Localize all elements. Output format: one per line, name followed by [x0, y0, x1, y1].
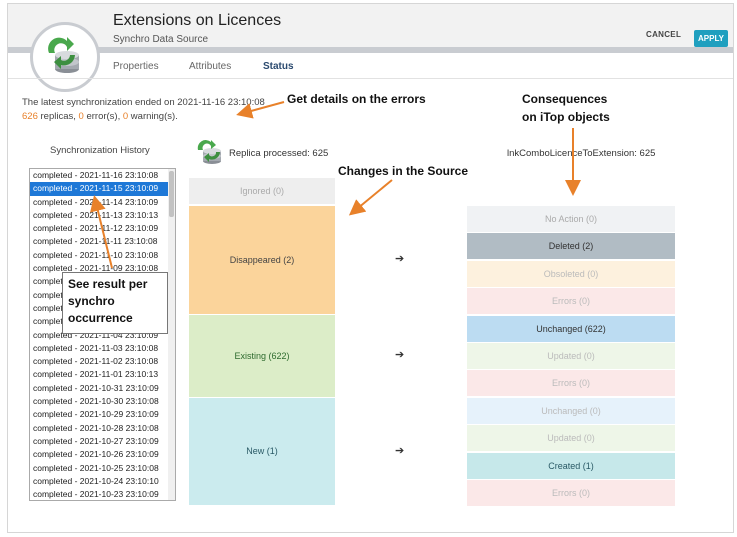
annotation-result-line-2: synchro: [68, 294, 115, 308]
history-item[interactable]: completed - 2021-11-09 23:10:08: [33, 263, 159, 274]
source-state-0: Ignored (0): [189, 178, 335, 204]
target-state-5: Updated (0): [467, 343, 675, 369]
target-state-4: Unchanged (622): [467, 315, 675, 342]
warnings-count-link[interactable]: 0: [122, 111, 129, 122]
tab-attributes[interactable]: Attributes: [189, 61, 232, 72]
target-state-9: Created (1): [467, 452, 675, 479]
source-state-3: New (1): [189, 398, 335, 505]
cancel-button[interactable]: CANCEL: [646, 30, 682, 39]
target-state-2: Obsoleted (0): [467, 260, 675, 287]
target-state-10: Errors (0): [467, 480, 675, 506]
arrow-errors: [236, 101, 285, 119]
annotation-result-line-3: occurrence: [68, 311, 133, 325]
replicas-count: 626: [22, 111, 38, 122]
history-item[interactable]: completed - 2021-10-25 23:10:08: [33, 462, 159, 473]
history-item[interactable]: completed - 2021-10-23 23:10:09: [33, 489, 159, 500]
sync-counts-line: 626 replicas, 0 error(s), 0 warning(s).: [22, 111, 178, 122]
history-item[interactable]: completed - 2021-11-04 23:10:09: [33, 329, 159, 340]
history-item[interactable]: completed - 2021-11-16 23:10:08: [33, 170, 159, 180]
header-divider: [8, 47, 733, 53]
target-state-7: Unchanged (0): [467, 397, 675, 424]
sync-summary-line: The latest synchronization ended on 2021…: [22, 97, 265, 108]
scrollbar-thumb[interactable]: [169, 171, 174, 217]
history-label: Synchronization History: [50, 145, 150, 156]
errors-count-link[interactable]: 0: [78, 111, 84, 122]
history-item[interactable]: completed - 2021-11-02 23:10:08: [33, 356, 159, 367]
history-item[interactable]: completed - 2021-10-28 23:10:08: [33, 422, 159, 433]
history-item[interactable]: completed - 2021-11-12 23:10:09: [33, 223, 159, 234]
annotation-changes: Changes in the Source: [338, 164, 469, 178]
tab-properties[interactable]: Properties: [113, 61, 159, 72]
annotation-result-box: See result per synchro occurrence: [62, 272, 168, 334]
history-item[interactable]: completed - 2021-11-10 23:10:08: [33, 249, 159, 260]
history-item[interactable]: completed - 2021-10-31 23:10:09: [33, 382, 159, 393]
history-item[interactable]: completed - 2021-10-30 23:10:08: [33, 396, 159, 407]
arrow-changes: [348, 179, 393, 216]
history-item[interactable]: completed - 2021-11-11 23:10:08: [33, 236, 158, 247]
state-arrow-icon: ➔: [395, 349, 405, 361]
page-subtitle: Synchro Data Source: [113, 34, 209, 45]
annotation-result-line-1: See result per: [68, 277, 148, 291]
tab-bar: Properties Attributes Status: [8, 53, 733, 79]
apply-button[interactable]: APPLY: [694, 30, 728, 47]
sync-prefix: The latest synchronization ended on: [22, 97, 178, 108]
header: Extensions on Licences Synchro Data Sour…: [8, 4, 733, 49]
history-item[interactable]: completed - 2021-11-15 23:10:09: [30, 182, 175, 196]
tab-status[interactable]: Status: [263, 61, 294, 72]
target-state-3: Errors (0): [467, 288, 675, 315]
state-arrow-icon: ➔: [395, 253, 405, 265]
annotation-errors: Get details on the errors: [287, 92, 426, 106]
history-item[interactable]: completed - 2021-10-26 23:10:09: [33, 449, 159, 460]
arrow-result: [90, 195, 113, 269]
annotation-consequences-1: Consequences: [522, 92, 608, 106]
history-item[interactable]: completed - 2021-11-03 23:10:08: [33, 342, 159, 353]
page-title: Extensions on Licences: [113, 12, 282, 29]
state-arrow-icon: ➔: [395, 445, 405, 457]
replica-processed-label: Replica processed: 625: [229, 148, 329, 159]
history-item[interactable]: completed - 2021-11-01 23:10:13: [33, 369, 159, 380]
annotation-consequences-2: on iTop objects: [522, 110, 610, 124]
source-state-1: Disappeared (2): [189, 206, 335, 314]
replica-icon: [196, 140, 226, 171]
errors-suffix: error(s),: [83, 111, 123, 122]
warnings-suffix: warning(s).: [128, 111, 178, 122]
history-item[interactable]: completed - 2021-10-24 23:10:10: [33, 475, 159, 486]
history-item[interactable]: completed - 2021-10-29 23:10:09: [33, 409, 159, 420]
sync-ended-on: 2021-11-16 23:10:08: [177, 97, 265, 108]
datasource-logo: [30, 22, 100, 92]
history-scrollbar[interactable]: [168, 169, 175, 500]
synchro-icon: [48, 37, 79, 73]
history-item[interactable]: completed - 2021-10-27 23:10:09: [33, 435, 159, 446]
target-state-1: Deleted (2): [467, 233, 675, 260]
target-state-0: No Action (0): [467, 206, 675, 232]
source-state-2: Existing (622): [189, 315, 335, 397]
target-class-label: lnkComboLicenceToExtension: 625: [507, 148, 656, 159]
target-state-8: Updated (0): [467, 425, 675, 452]
history-item[interactable]: completed - 2021-11-13 23:10:13: [33, 209, 159, 220]
target-state-6: Errors (0): [467, 370, 675, 397]
replicas-suffix: replicas,: [37, 111, 79, 122]
